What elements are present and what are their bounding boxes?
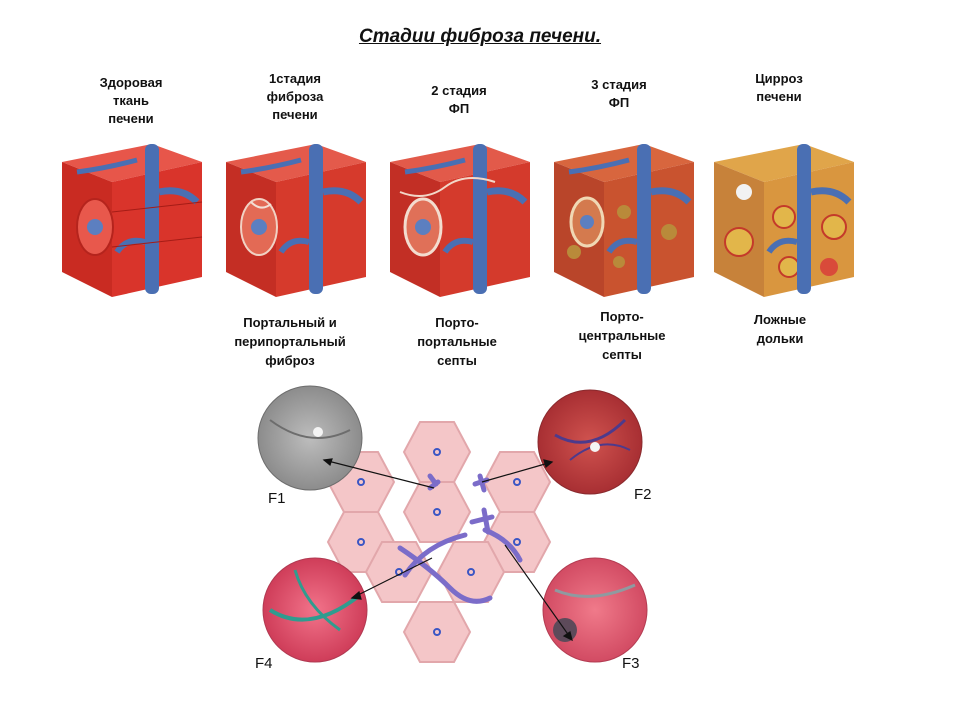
micrograph-label-f3: F3 [622,655,640,672]
micrograph-f3 [542,557,648,663]
micrograph-label-f4: F4 [255,655,273,672]
liver-cube-stage3 [554,144,694,297]
micrograph-label-f1: F1 [268,490,286,507]
stage-description-cirrhosis: Ложные дольки [753,312,807,346]
hexagon-lobule [482,451,552,513]
pointer-arrows [322,458,573,642]
hexagon-lobule [436,541,506,603]
stage-label-healthy: Здоровая ткань печени [99,75,163,126]
liver-cube-stage2 [390,144,530,297]
stage-label-cirrhosis: Цирроз печени [755,71,803,104]
micrograph-f4 [262,557,368,663]
liver-cube-cirrhosis [714,144,854,297]
hexagon-lobule [402,601,472,663]
hexagon-lobule [402,481,472,543]
stage-description-stage2: Порто- портальные септы [417,315,497,368]
stage-label-stage2: 2 стадия ФП [431,83,487,116]
stage-label-stage1: 1стадия фиброза печени [266,71,324,122]
hexagon-grid [326,421,552,663]
stage-description-stage3: Порто- центральные септы [578,309,666,362]
liver-cube-stage1 [226,144,366,297]
micrograph-label-f2: F2 [634,486,652,503]
hexagon-lobule [402,421,472,483]
stage-label-stage3: 3 стадия ФП [591,77,647,110]
stage-description-stage1: Портальный и перипортальный фиброз [234,315,346,368]
liver-cube-healthy [62,144,203,297]
lobule-diagram [257,385,648,663]
page-title: Стадии фиброза печени. [358,26,602,47]
